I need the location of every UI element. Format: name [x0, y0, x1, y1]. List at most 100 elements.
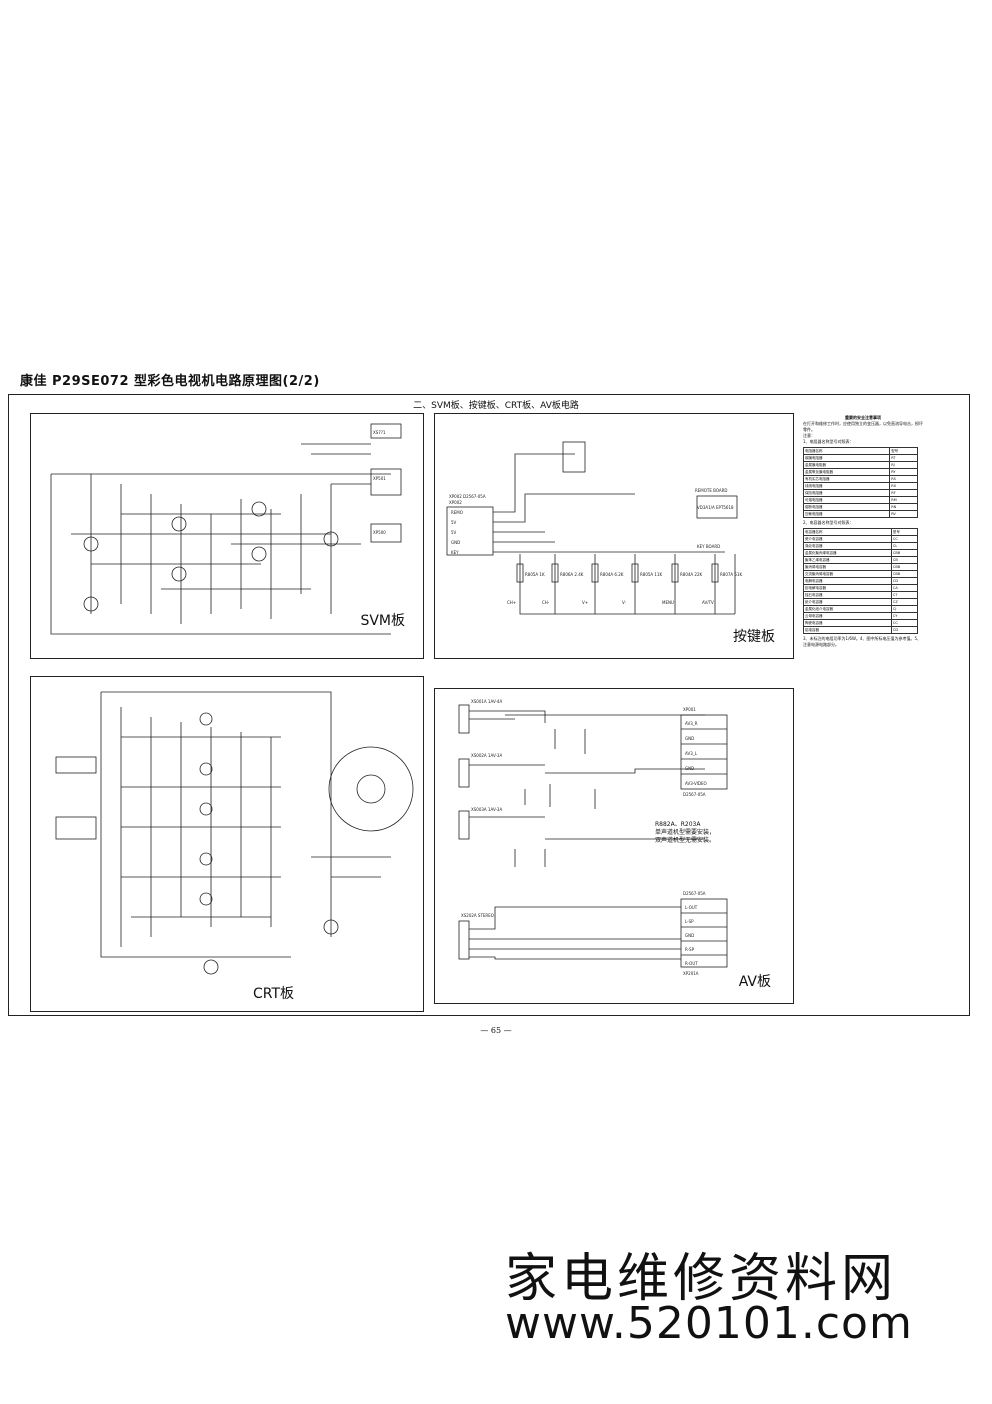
schematic-frame [8, 394, 970, 1016]
table-cell: 保险电阻器 [802, 489, 891, 497]
table-cell: CBB [890, 570, 919, 578]
table-cell: RM [889, 496, 918, 504]
av-pin-label: AV3_L [685, 751, 698, 756]
table-cell: 金属化聚丙烯电容器 [803, 549, 892, 557]
table-cell: CD [890, 626, 919, 634]
svg-text:XP500: XP500 [373, 530, 386, 535]
table-cell: 铝电容器 [803, 626, 892, 634]
av-out-connector-type: D2567-05A [683, 891, 706, 896]
table-cell: 陶瓷电容器 [803, 619, 892, 627]
av-connector-label: XP001 [683, 707, 696, 712]
av-out-pin-label: GND [685, 933, 694, 938]
table-cell: 独石电容器 [803, 591, 892, 599]
remote-receiver-label: VD3A1/A EPT5618 [697, 505, 734, 510]
table-cell: RX [889, 482, 918, 490]
page-number: — 65 — [480, 1026, 512, 1035]
key-button-label: AV/TV [702, 600, 714, 605]
watermark-url: www.520101.com [505, 1298, 913, 1349]
table-cell: CC [890, 619, 919, 627]
av-pin-label: AV3-VIDEO [685, 781, 707, 786]
key-button-label: CH+ [507, 600, 516, 605]
key-connector-ref: XP002 D2567-05A [449, 494, 486, 499]
connector-pin-label: KEY [451, 550, 459, 555]
table-cell: 云母电容器 [803, 612, 892, 620]
section-title: 二、SVM板、按键板、CRT板、AV板电路 [413, 401, 579, 411]
table-cell: 电解电容器 [803, 577, 892, 585]
av-out-pin-label: R-SP [685, 947, 695, 952]
table-cell: RJ [889, 461, 918, 469]
table-cell: 涤纶电容器 [803, 542, 892, 550]
key-button-label: V+ [582, 600, 588, 605]
key-button-label: CH- [542, 600, 550, 605]
av-out-pin-label: L-OUT [685, 905, 698, 910]
table-cell: CB [890, 556, 919, 564]
crt-schematic [55, 691, 414, 975]
key-button-label: V- [622, 600, 627, 605]
table-cell: CBB [890, 563, 919, 571]
notes-column: 重要的安全注意事项 在打开和维修工作时，应使用独立的变压器，以免直流导电击，损坏… [802, 415, 923, 648]
table-cell: CA [890, 584, 919, 592]
table-cell: CC [890, 535, 919, 543]
table-cell: 金属膜电阻器 [802, 461, 891, 469]
table-cell: RS [889, 475, 918, 483]
notes-heading: 重要的安全注意事项 [845, 415, 881, 420]
table-row: 电阻器名称型号 [802, 447, 918, 455]
connector-pin-label: REMO [451, 510, 463, 515]
av-pin-label: GND [685, 736, 694, 741]
av-out-ref: XP201A [683, 971, 699, 976]
resistor-label: R805A 1K [525, 572, 545, 577]
table-cell: 电阻器名称 [802, 447, 891, 455]
watermark-chinese: 家电维修资料网 [505, 1249, 898, 1309]
resistor-label: R804A 22K [680, 572, 703, 577]
table-cell: 有机实芯电阻器 [802, 475, 891, 483]
notes-footer: 3、未标注的电阻功率为1/6W。4、图中所标电压值为参考值。5、注意电源电路部分… [803, 636, 922, 647]
table-cell: CZ [890, 598, 919, 606]
table-cell: RN [889, 503, 918, 511]
table-cell: 型号 [889, 447, 918, 455]
av-jack-label: XS003A 1AV-3A [471, 807, 502, 812]
av-connector-type: D2567-05A [683, 792, 706, 797]
table-cell: 金属化纸介电容器 [803, 605, 892, 613]
av-out-pin-label: R-OUT [685, 961, 698, 966]
table-row: 电容器名称型号 [803, 528, 919, 536]
table-cell: 型号 [890, 528, 919, 536]
resistor-label: R807A 51K [720, 572, 743, 577]
table-cell: 碳膜电阻器 [802, 454, 891, 462]
crt-board-label: CRT板 [253, 986, 295, 1002]
svg-text:XP501: XP501 [373, 476, 386, 481]
table-cell: 钽电解电容器 [803, 584, 892, 592]
table-cell: RY [889, 468, 918, 476]
connector-pin-label: GND [451, 540, 460, 545]
key-button-label: MENU [662, 600, 674, 605]
table-cell: 金属氧化膜电阻器 [802, 468, 891, 476]
notes-table1-title: 1、电阻器名称型号对照表： [803, 439, 854, 444]
table-cell: 瓷介电容器 [803, 535, 892, 543]
table-cell: RV [889, 510, 918, 518]
stereo-jack-label: XS202A STEREO [461, 913, 494, 918]
notes-table2-title: 2、电容器名称型号对照表： [803, 520, 854, 525]
document-title: 康佳 P29SE072 型彩色电视机电路原理图(2/2) [20, 374, 320, 389]
av-jack-label: XS001A 1AV-4A [471, 699, 502, 704]
table-cell: 聚苯乙烯电容器 [803, 556, 892, 564]
svm-board-label: SVM板 [360, 613, 405, 629]
